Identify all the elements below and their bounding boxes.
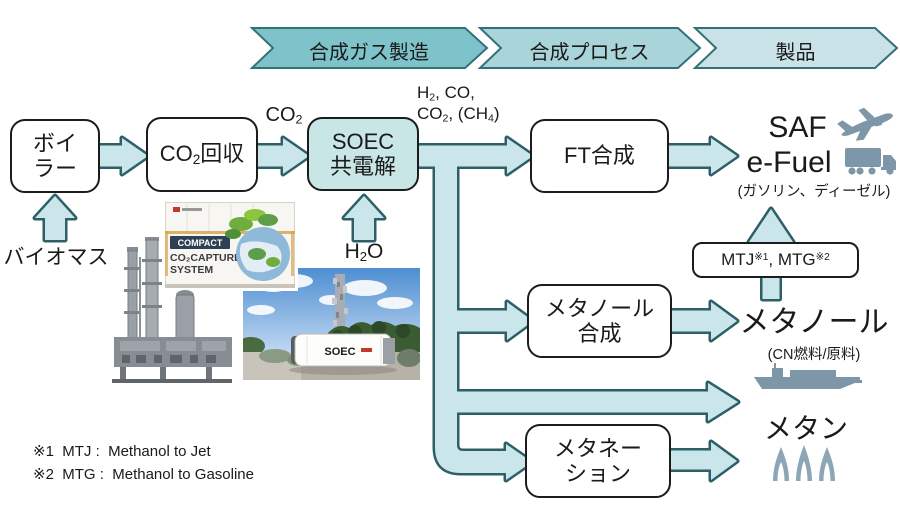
methanation-line2: ション xyxy=(564,461,631,486)
saf-label: SAF xyxy=(768,111,827,144)
gasoline-diesel-label: (ガソリン、ディーゼル) xyxy=(737,184,891,200)
methanol-synthesis-line1: メタノール xyxy=(544,295,655,321)
footnote-mtg: ※2 MTG : Methanol to Gasoline xyxy=(33,466,254,484)
co2-stream-label: CO2 xyxy=(265,104,303,127)
plant-towers-photo xyxy=(112,237,232,383)
soec-label-line1: SOEC xyxy=(331,128,395,154)
methanol-product-label: メタノール xyxy=(739,306,889,339)
ft-synthesis-label: FT合成 xyxy=(564,143,635,169)
truck-icon xyxy=(845,148,896,175)
boiler-label-line1: ボイ xyxy=(32,130,77,156)
cn-fuel-label: (CN燃料/原料) xyxy=(767,347,861,363)
mtj-mtg-box: MTJ※1, MTG※2 xyxy=(692,242,859,278)
methanol-synthesis-line2: 合成 xyxy=(577,321,622,346)
h2o-label: H2O xyxy=(344,240,384,264)
soec-box: SOEC 共電解 xyxy=(307,117,419,191)
co2-capture-box: CO2回収 xyxy=(146,117,258,192)
co2-system-brand: COMPACT xyxy=(178,238,223,248)
banner-syngas-label: 合成ガス製造 xyxy=(309,42,429,64)
co2-system-line1: CO₂CAPTURE xyxy=(170,252,241,264)
banner-process-label: 合成プロセス xyxy=(529,42,650,64)
footnote-mtj: ※1 MTJ : Methanol to Jet xyxy=(33,443,211,460)
co2-capture-system-photo: COMPACT CO₂CAPTURE SYSTEM xyxy=(165,202,295,288)
syngas-composition-label: H2, CO, CO2, (CH4) xyxy=(417,83,500,125)
soec-label-line2: 共電解 xyxy=(329,154,396,179)
airplane-icon xyxy=(837,107,893,141)
co2-system-line2: SYSTEM xyxy=(170,264,213,276)
boiler-label-line2: ラー xyxy=(32,156,77,181)
methanation-line1: メタネー xyxy=(553,435,642,461)
ft-synthesis-box: FT合成 xyxy=(530,119,669,193)
footnotes: ※1 MTJ : Methanol to Jet ※2 MTG : Methan… xyxy=(33,440,254,487)
biomass-label: バイオマス xyxy=(3,246,109,269)
methanol-synthesis-box: メタノール 合成 xyxy=(527,284,672,358)
methanation-box: メタネー ション xyxy=(525,424,671,498)
ship-icon xyxy=(754,363,862,389)
co2-capture-label: CO2回収 xyxy=(159,141,245,168)
banner-products-label: 製品 xyxy=(775,42,816,64)
mtj-mtg-label: MTJ※1, MTG※2 xyxy=(721,250,830,270)
soec-unit-label: SOEC xyxy=(324,346,355,358)
gas-flame-icon xyxy=(773,445,835,481)
efuel-label: e-Fuel xyxy=(746,146,832,179)
boiler-box: ボイ ラー xyxy=(10,119,100,193)
methane-label: メタン xyxy=(763,413,848,444)
